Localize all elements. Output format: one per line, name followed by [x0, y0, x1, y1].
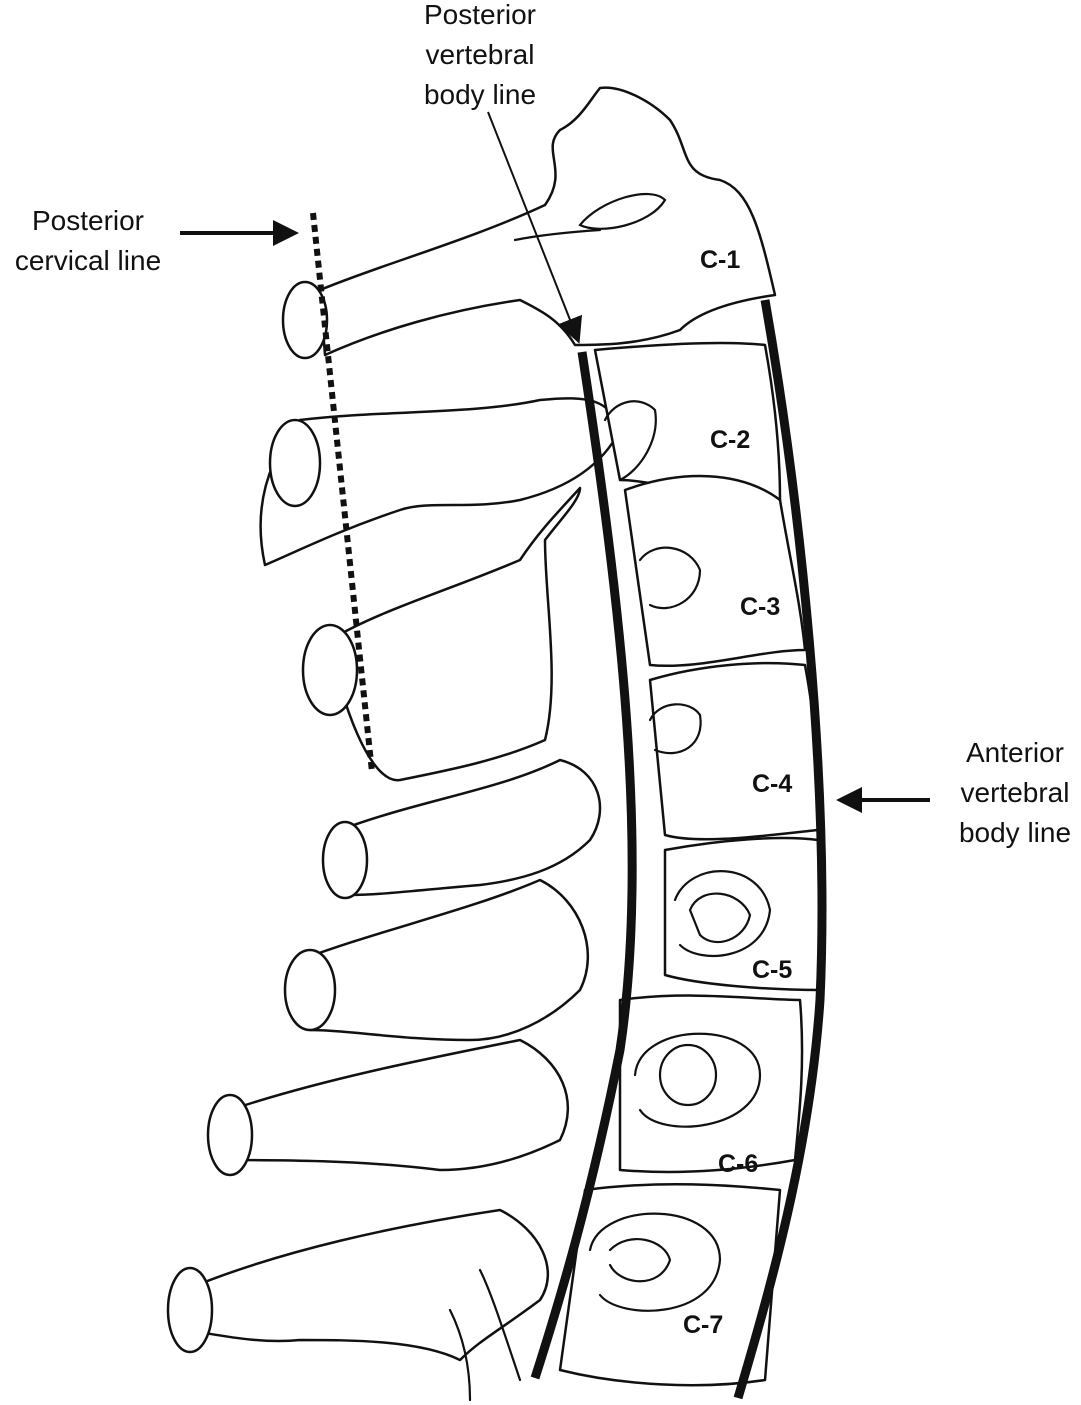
label-line: vertebral	[426, 39, 535, 70]
label-c7: C-7	[683, 1311, 723, 1339]
posterior-vertebral-body-line	[530, 351, 637, 1380]
label-line: body line	[959, 817, 1071, 848]
label-line: Posterior	[424, 0, 536, 30]
label-line: cervical line	[15, 245, 161, 276]
arrow-posterior-vertebral	[487, 111, 583, 344]
label-c1: C-1	[700, 246, 740, 274]
label-posterior-vertebral-body-line: Posterior vertebral body line	[424, 0, 536, 110]
label-anterior-vertebral-body-line: Anterior vertebral body line	[959, 737, 1071, 848]
label-line: vertebral	[961, 777, 1070, 808]
label-c2: C-2	[710, 426, 750, 454]
label-c4: C-4	[752, 770, 792, 798]
label-posterior-cervical-line: Posterior cervical line	[15, 205, 161, 276]
label-c6: C-6	[718, 1150, 758, 1178]
label-c3: C-3	[740, 593, 780, 621]
label-line: body line	[424, 79, 536, 110]
label-c5: C-5	[752, 956, 792, 984]
label-line: Posterior	[32, 205, 144, 236]
posterior-elements	[166, 397, 622, 1402]
label-line: Anterior	[966, 737, 1064, 768]
vertebra-c1	[281, 86, 777, 360]
posterior-cervical-line	[310, 212, 375, 773]
anterior-vertebral-body-line	[733, 299, 827, 1400]
